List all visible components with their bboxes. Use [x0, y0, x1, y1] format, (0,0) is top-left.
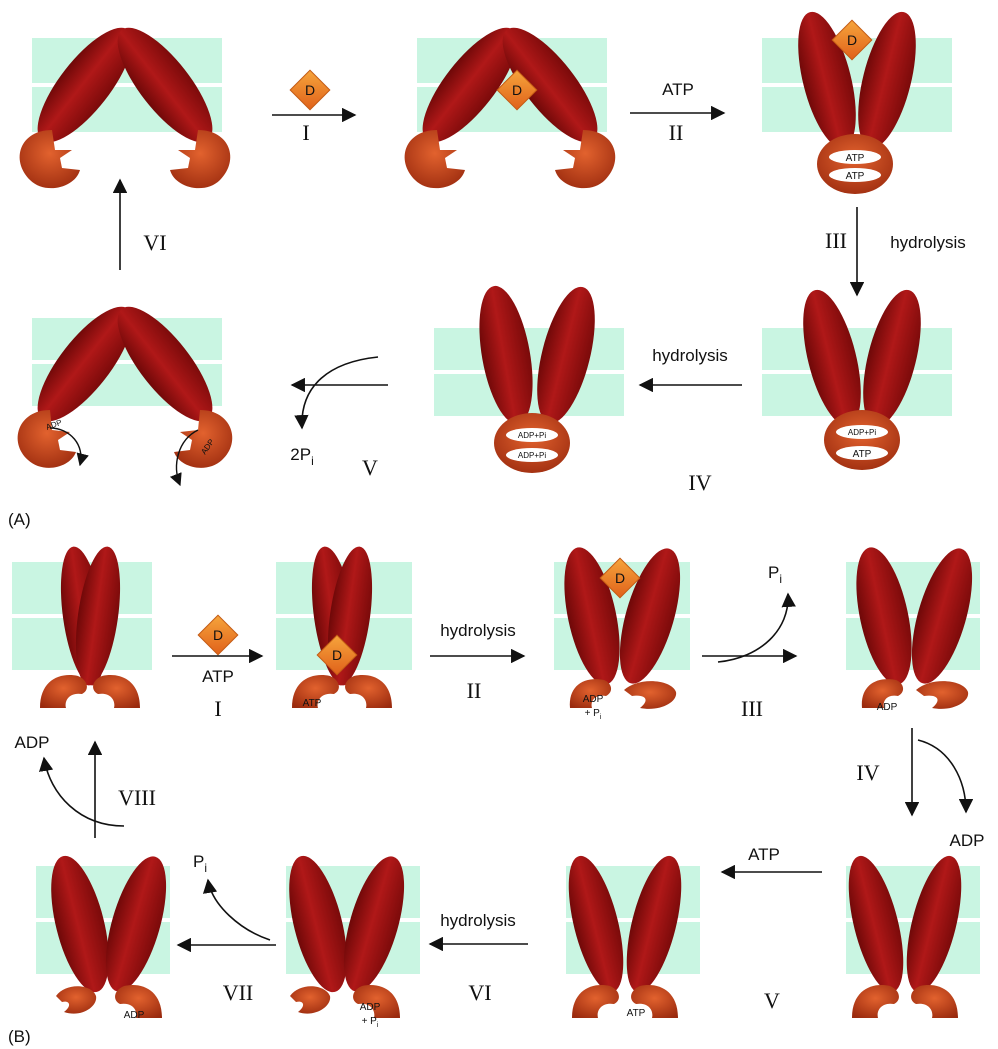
b-step-v-arrow: ATP V: [722, 845, 822, 1013]
a5-transporter: ADP+Pi ADP+Pi: [434, 281, 624, 473]
b-step-vii-arrow: Pi VII: [178, 852, 276, 1005]
b3-transporter: D ADP + Pi: [554, 542, 692, 721]
b-step-ii-arrow: hydrolysis II: [430, 621, 524, 703]
b-step-ii-label: II: [467, 678, 482, 703]
a-step-i-label: I: [302, 120, 309, 145]
b-step-v-label: V: [764, 988, 780, 1013]
a-step-v-2pi: 2Pi: [290, 445, 313, 468]
b-step-iii-label: III: [741, 696, 763, 721]
a-step-iv-hydrolysis: hydrolysis: [652, 346, 728, 365]
a-step-iii-arrow: III hydrolysis: [825, 207, 966, 295]
b5-transporter: [838, 851, 980, 1018]
drug-label: D: [213, 627, 223, 643]
plus-pi-label: + Pi: [362, 1016, 379, 1029]
b-step-vi-hydrolysis: hydrolysis: [440, 911, 516, 930]
a3-transporter: D ATP ATP: [762, 6, 952, 194]
drug-label: D: [305, 82, 315, 98]
plus-pi-label: + Pi: [585, 708, 602, 721]
adp-pi-label: ADP+Pi: [518, 431, 546, 440]
b6-transporter: ATP: [558, 851, 700, 1019]
a-step-v-arrow: 2Pi V: [290, 357, 388, 480]
b-step-vi-label: VI: [468, 980, 491, 1005]
a2-transporter: D: [405, 14, 616, 188]
b-step-i-arrow: D ATP I: [172, 615, 262, 721]
a-step-ii-arrow: ATP II: [630, 80, 724, 145]
drug-label: D: [332, 647, 342, 663]
atp-label: ATP: [303, 698, 322, 709]
b1-transporter: [12, 544, 152, 708]
b4-transporter: ADP: [846, 542, 984, 713]
a-step-iii-label: III: [825, 228, 847, 253]
b-step-iii-arrow: Pi III: [702, 563, 796, 721]
b-step-iv-arrow: IV ADP: [856, 728, 984, 850]
adp-pi-label: ADP+Pi: [518, 451, 546, 460]
a-step-iv-label: IV: [688, 470, 711, 495]
b-step-v-atp: ATP: [748, 845, 780, 864]
atp-label: ATP: [846, 153, 865, 164]
b-step-iii-pi: Pi: [768, 563, 782, 586]
atp-label: ATP: [627, 1008, 646, 1019]
a1-transporter: [20, 14, 231, 188]
a-step-iv-arrow: hydrolysis IV: [640, 346, 742, 495]
drug-label: D: [847, 32, 857, 48]
b-step-iv-adp: ADP: [950, 831, 985, 850]
b-step-vi-arrow: hydrolysis VI: [430, 911, 528, 1005]
panel-a: D I D ATP II D: [8, 6, 966, 529]
a-step-iii-hydrolysis: hydrolysis: [890, 233, 966, 252]
b-step-viii-arrow: ADP VIII: [15, 733, 156, 838]
b-step-i-label: I: [214, 696, 221, 721]
panel-b-label: (B): [8, 1027, 31, 1046]
a4-transporter: ADP+Pi ATP: [762, 284, 952, 470]
b7-transporter: ADP + Pi: [278, 850, 420, 1029]
a-step-vi-label: VI: [143, 230, 166, 255]
a6-transporter: ADP ADP: [18, 293, 233, 485]
adp-pi-label: ADP+Pi: [848, 428, 876, 437]
a-step-v-label: V: [362, 455, 378, 480]
adp-label: ADP: [124, 1010, 145, 1021]
panel-b: D ATP I D ATP hydrolysis II: [8, 542, 984, 1046]
b-step-vii-label: VII: [223, 980, 254, 1005]
a-step-ii-atp: ATP: [662, 80, 694, 99]
b-step-viii-label: VIII: [118, 785, 156, 810]
b-step-ii-hydrolysis: hydrolysis: [440, 621, 516, 640]
b-step-iv-label: IV: [856, 760, 879, 785]
b-step-vii-pi: Pi: [193, 852, 207, 875]
b8-transporter: ADP: [36, 850, 178, 1021]
adp-label: ADP: [583, 694, 604, 705]
atp-label: ATP: [853, 449, 872, 460]
b2-transporter: D ATP: [276, 544, 412, 709]
a-step-i-arrow: D I: [272, 70, 355, 145]
drug-label: D: [615, 570, 625, 586]
b-step-i-atp: ATP: [202, 667, 234, 686]
atp-label: ATP: [846, 171, 865, 182]
a-step-ii-label: II: [669, 120, 684, 145]
adp-label: ADP: [877, 702, 898, 713]
a-step-vi-arrow: VI: [120, 180, 167, 270]
drug-label: D: [512, 82, 522, 98]
panel-a-label: (A): [8, 510, 31, 529]
b-step-viii-adp: ADP: [15, 733, 50, 752]
adp-label: ADP: [360, 1002, 381, 1013]
